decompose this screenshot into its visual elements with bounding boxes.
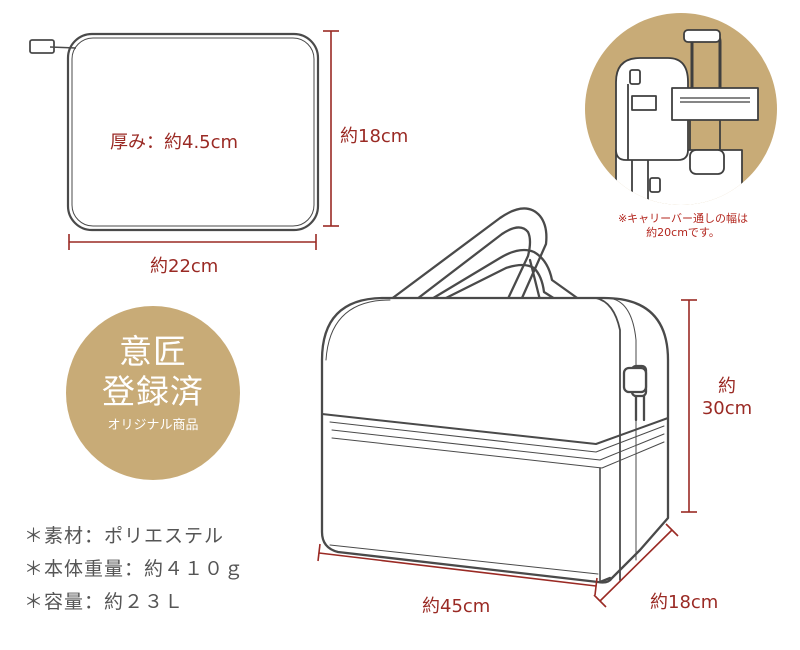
bag-height-label-line1: 約 (718, 376, 736, 397)
bag-dimension-lines (317, 299, 697, 608)
carry-bar-note-line1: ※キャリーバー通しの幅は (617, 212, 749, 225)
spec-capacity: ＊容量：約２３Ｌ (24, 591, 185, 613)
design-registered-badge: 意匠 登録済 オリジナル商品 (66, 306, 240, 480)
carry-bar-note-line2: 約20cmです。 (646, 226, 720, 239)
badge-line1: 意匠 (119, 332, 187, 371)
bag-height-label: 約 30cm (694, 372, 760, 419)
pouch-height-label: 約18cm (340, 126, 409, 147)
bag-depth-label: 約18cm (650, 592, 719, 613)
badge-line2: 登録済 (102, 372, 204, 411)
carry-bar-note: ※キャリーバー通しの幅は 約20cmです。 (590, 212, 776, 240)
pouch-width-label: 約22cm (150, 256, 219, 277)
spec-weight: ＊本体重量：約４１０ｇ (24, 558, 245, 580)
spec-material: ＊素材：ポリエステル (24, 525, 225, 547)
carry-bar-inset (585, 13, 777, 205)
badge-subtext: オリジナル商品 (107, 418, 199, 433)
bag-illustration (320, 207, 670, 584)
spec-list: ＊素材：ポリエステル ＊本体重量：約４１０ｇ ＊容量：約２３Ｌ (24, 520, 244, 619)
bag-height-label-line2: 30cm (701, 398, 753, 419)
bag-width-label: 約45cm (422, 596, 491, 617)
pouch-dimension-lines (68, 30, 339, 250)
folded-pouch (29, 32, 320, 232)
pouch-thickness-label: 厚み：約4.5cm (110, 132, 239, 153)
